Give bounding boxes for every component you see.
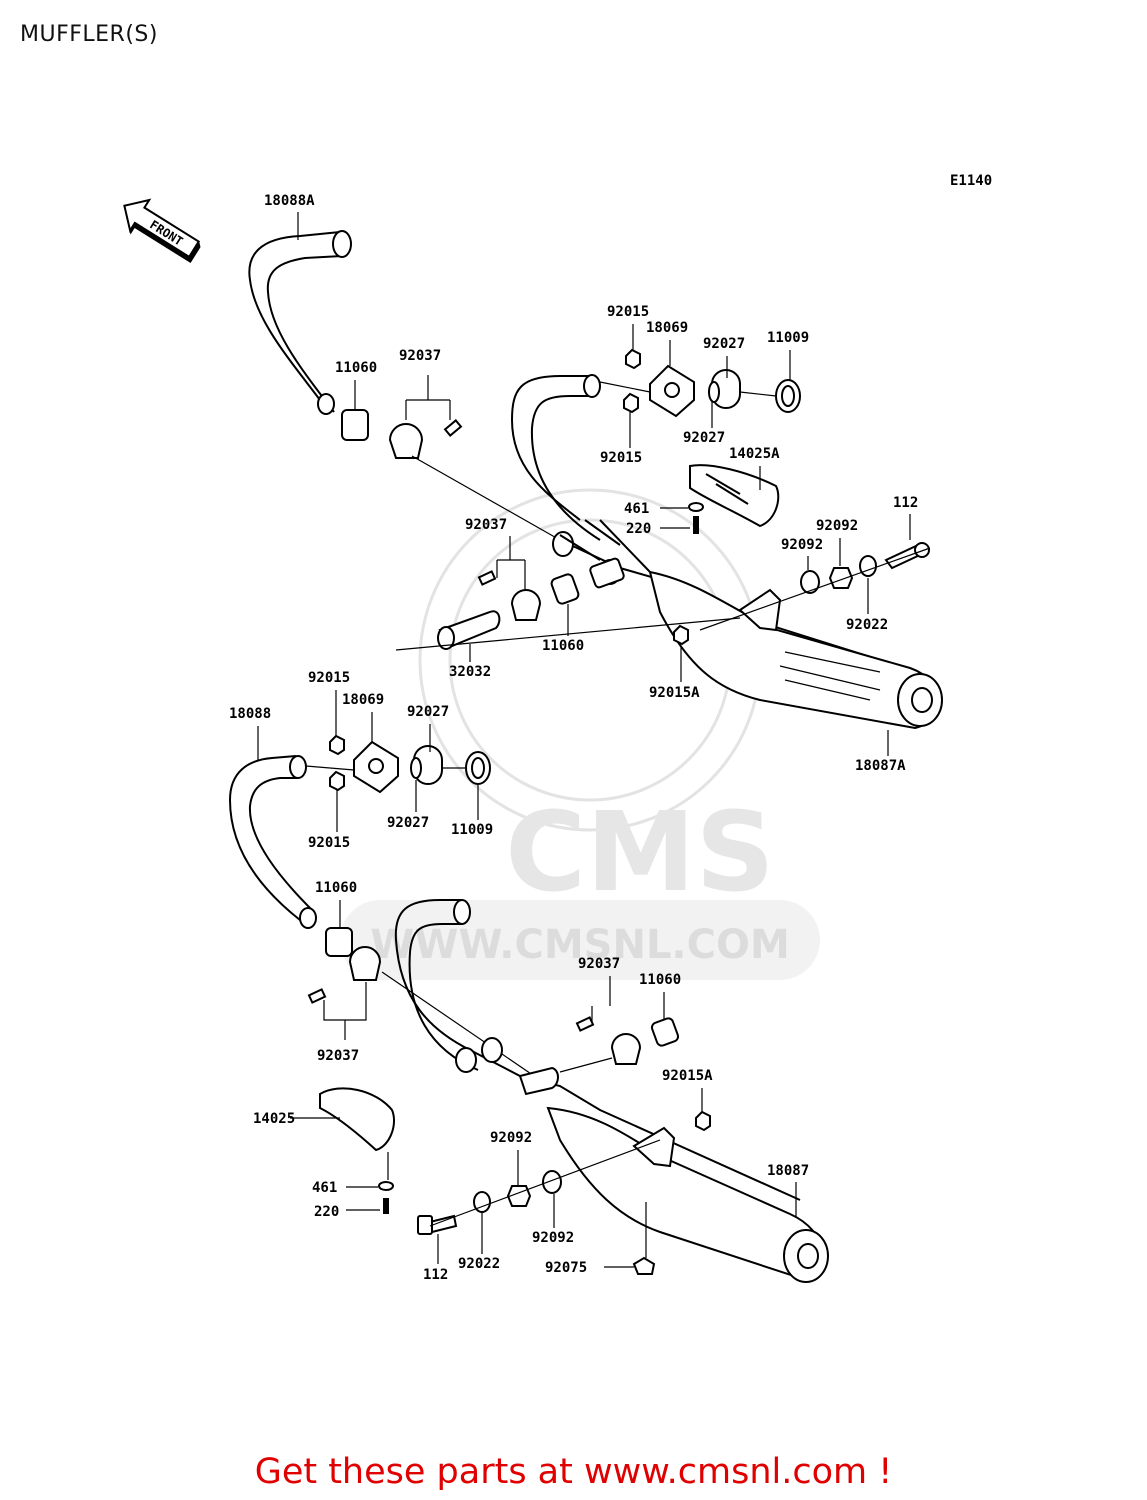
label-92027-d: 92027 [387,815,429,831]
label-18087: 18087 [767,1163,809,1179]
label-14025: 14025 [253,1111,295,1127]
label-461-b: 461 [312,1180,337,1196]
label-11060-b: 11060 [542,638,584,654]
label-92022-a: 92022 [846,617,888,633]
label-11009-a: 11009 [767,330,809,346]
page-title: MUFFLER(S) [20,22,158,47]
lower-assembly [228,734,829,1283]
label-92037-c: 92037 [317,1048,359,1064]
nut-92015-b [623,392,639,414]
label-112-a: 112 [893,495,918,511]
gasket-11060-d [650,1017,680,1047]
label-92037-d: 92037 [578,956,620,972]
gasket-11060-c [325,927,353,957]
nut-92015A-b [695,1110,711,1132]
label-220-b: 220 [314,1204,339,1220]
label-220-a: 220 [626,521,651,537]
label-18069-a: 18069 [646,320,688,336]
label-18088: 18088 [229,706,271,722]
damper-92092-a [800,570,820,594]
muffler-18087A [648,570,940,730]
watermark-brand: CMS [505,788,774,916]
watermark: CMS WWW.CMSNL.COM [340,488,820,980]
label-92015-c: 92015 [308,670,350,686]
label-461-a: 461 [624,501,649,517]
label-11060-a: 11060 [335,360,377,376]
label-92037-b: 92037 [465,517,507,533]
nut-92015A-a [673,624,689,646]
label-92027-a: 92027 [703,336,745,352]
diagram-code: E1140 [950,173,992,189]
washer-461-a [688,502,704,512]
nut-92015-c [329,734,345,756]
clamp-92037-d [610,1033,642,1065]
label-92075: 92075 [545,1260,587,1276]
label-92015-d: 92015 [308,835,350,851]
damper-92092-d [542,1170,562,1194]
label-92092-c: 92092 [490,1130,532,1146]
clamp-92037-a [388,423,424,459]
exhaust-pipe-18088 [228,755,301,921]
label-92027-b: 92027 [683,430,725,446]
label-11060-d: 11060 [639,972,681,988]
footer-link[interactable]: Get these parts at www.cmsnl.com ! [254,1452,893,1492]
collar-92092-b [828,567,854,589]
label-11009-b: 11009 [451,822,493,838]
label-18088A: 18088A [264,193,315,209]
part-labels: 18088A 11060 92037 92015 18069 92027 110… [229,193,918,1283]
bolt-220-b [383,1198,389,1214]
label-92037-a: 92037 [399,348,441,364]
clamp-92037-b [510,589,542,621]
exhaust-pipe-18088A [248,231,341,401]
collar-92027-a [711,369,741,409]
label-92092-d: 92092 [532,1230,574,1246]
label-92027-c: 92027 [407,704,449,720]
label-92015-a: 92015 [607,304,649,320]
label-14025A: 14025A [729,446,780,462]
label-18069-b: 18069 [342,692,384,708]
bolt-92075 [632,1256,656,1275]
label-92092-a: 92092 [816,518,858,534]
label-11060-c: 11060 [315,880,357,896]
washer-461-b [378,1181,394,1191]
label-92015A-a: 92015A [649,685,700,701]
label-32032: 32032 [449,664,491,680]
muffler-18087 [546,1106,824,1280]
heat-cover-14025 [319,1087,395,1152]
gasket-11060-a [341,409,369,441]
label-112-b: 112 [423,1267,448,1283]
collar-92027-b [413,745,443,785]
washer-92022-a [859,555,877,577]
label-92015-b: 92015 [600,450,642,466]
upper-assembly [248,230,943,730]
label-92022-b: 92022 [458,1256,500,1272]
front-arrow-icon: FRONT [123,198,201,264]
label-92092-b: 92092 [781,537,823,553]
label-18087A: 18087A [855,758,906,774]
nut-92015-d [329,770,345,792]
gasket-11060-b [550,573,580,605]
label-92015A-b: 92015A [662,1068,713,1084]
bolt-220-a [693,516,699,534]
clamp-92037-c [348,946,382,981]
nut-92015-a [625,348,641,370]
watermark-url: WWW.CMSNL.COM [370,922,790,968]
